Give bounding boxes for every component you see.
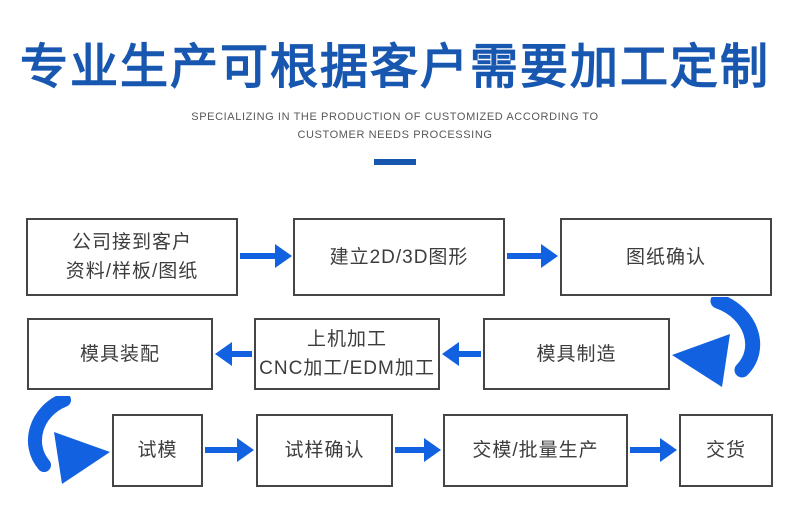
arrow-right-icon [205, 438, 254, 462]
subtitle-line-1: SPECIALIZING IN THE PRODUCTION OF CUSTOM… [191, 111, 599, 123]
curved-arrow-down-left-icon [666, 293, 768, 397]
flow-step-receive-customer-data: 公司接到客户 资料/样板/图纸 [26, 218, 238, 296]
step-label: 模具制造 [536, 343, 617, 365]
step-label: 交模/批量生产 [472, 440, 599, 461]
step-label: 试模 [137, 440, 178, 461]
step-label-line-1: 公司接到客户 [71, 232, 192, 253]
flow-step-drawing-confirmation: 图纸确认 [560, 218, 772, 296]
page-subtitle: SPECIALIZING IN THE PRODUCTION OF CUSTOM… [0, 108, 790, 144]
step-label: 交货 [705, 440, 746, 461]
flow-step-machining: 上机加工 CNC加工/EDM加工 [254, 318, 440, 390]
arrow-right-icon [507, 244, 558, 268]
step-label: 图纸确认 [625, 246, 706, 268]
step-label: 模具装配 [79, 343, 160, 365]
arrow-left-icon [215, 342, 252, 366]
flow-step-delivery: 交货 [679, 414, 773, 487]
flow-step-mold-assembly: 模具装配 [27, 318, 213, 390]
flow-step-mold-manufacturing: 模具制造 [483, 318, 670, 390]
step-label-line-1: 上机加工 [306, 329, 387, 350]
step-label-line-2: CNC加工/EDM加工 [259, 358, 435, 379]
step-label-line-2: 资料/样板/图纸 [65, 261, 199, 282]
title-underline-dash [374, 159, 416, 165]
arrow-right-icon [630, 438, 677, 462]
arrow-left-icon [442, 342, 481, 366]
curved-arrow-down-right-icon [22, 393, 114, 490]
flow-step-sample-confirmation: 试样确认 [256, 414, 393, 487]
arrow-right-icon [395, 438, 441, 462]
flow-step-create-2d-3d-drawing: 建立2D/3D图形 [293, 218, 505, 296]
flow-step-trial-mold: 试模 [112, 414, 203, 487]
flow-step-mold-delivery-mass-production: 交模/批量生产 [443, 414, 628, 487]
subtitle-line-2: CUSTOMER NEEDS PROCESSING [297, 129, 493, 141]
arrow-right-icon [240, 244, 292, 268]
step-label: 建立2D/3D图形 [329, 246, 469, 268]
step-label: 试样确认 [284, 440, 365, 461]
page-title: 专业生产可根据客户需要加工定制 [19, 41, 770, 94]
